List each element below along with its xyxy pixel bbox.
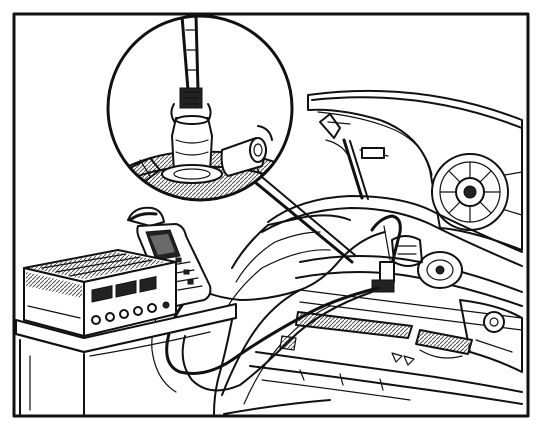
bench-power-supply bbox=[23, 249, 177, 337]
detail-magnifier bbox=[106, 14, 357, 264]
sensor-connector bbox=[370, 214, 402, 293]
frame bbox=[12, 12, 530, 418]
fan bbox=[431, 153, 523, 231]
lower-contour bbox=[223, 399, 331, 415]
workbench bbox=[15, 303, 237, 415]
